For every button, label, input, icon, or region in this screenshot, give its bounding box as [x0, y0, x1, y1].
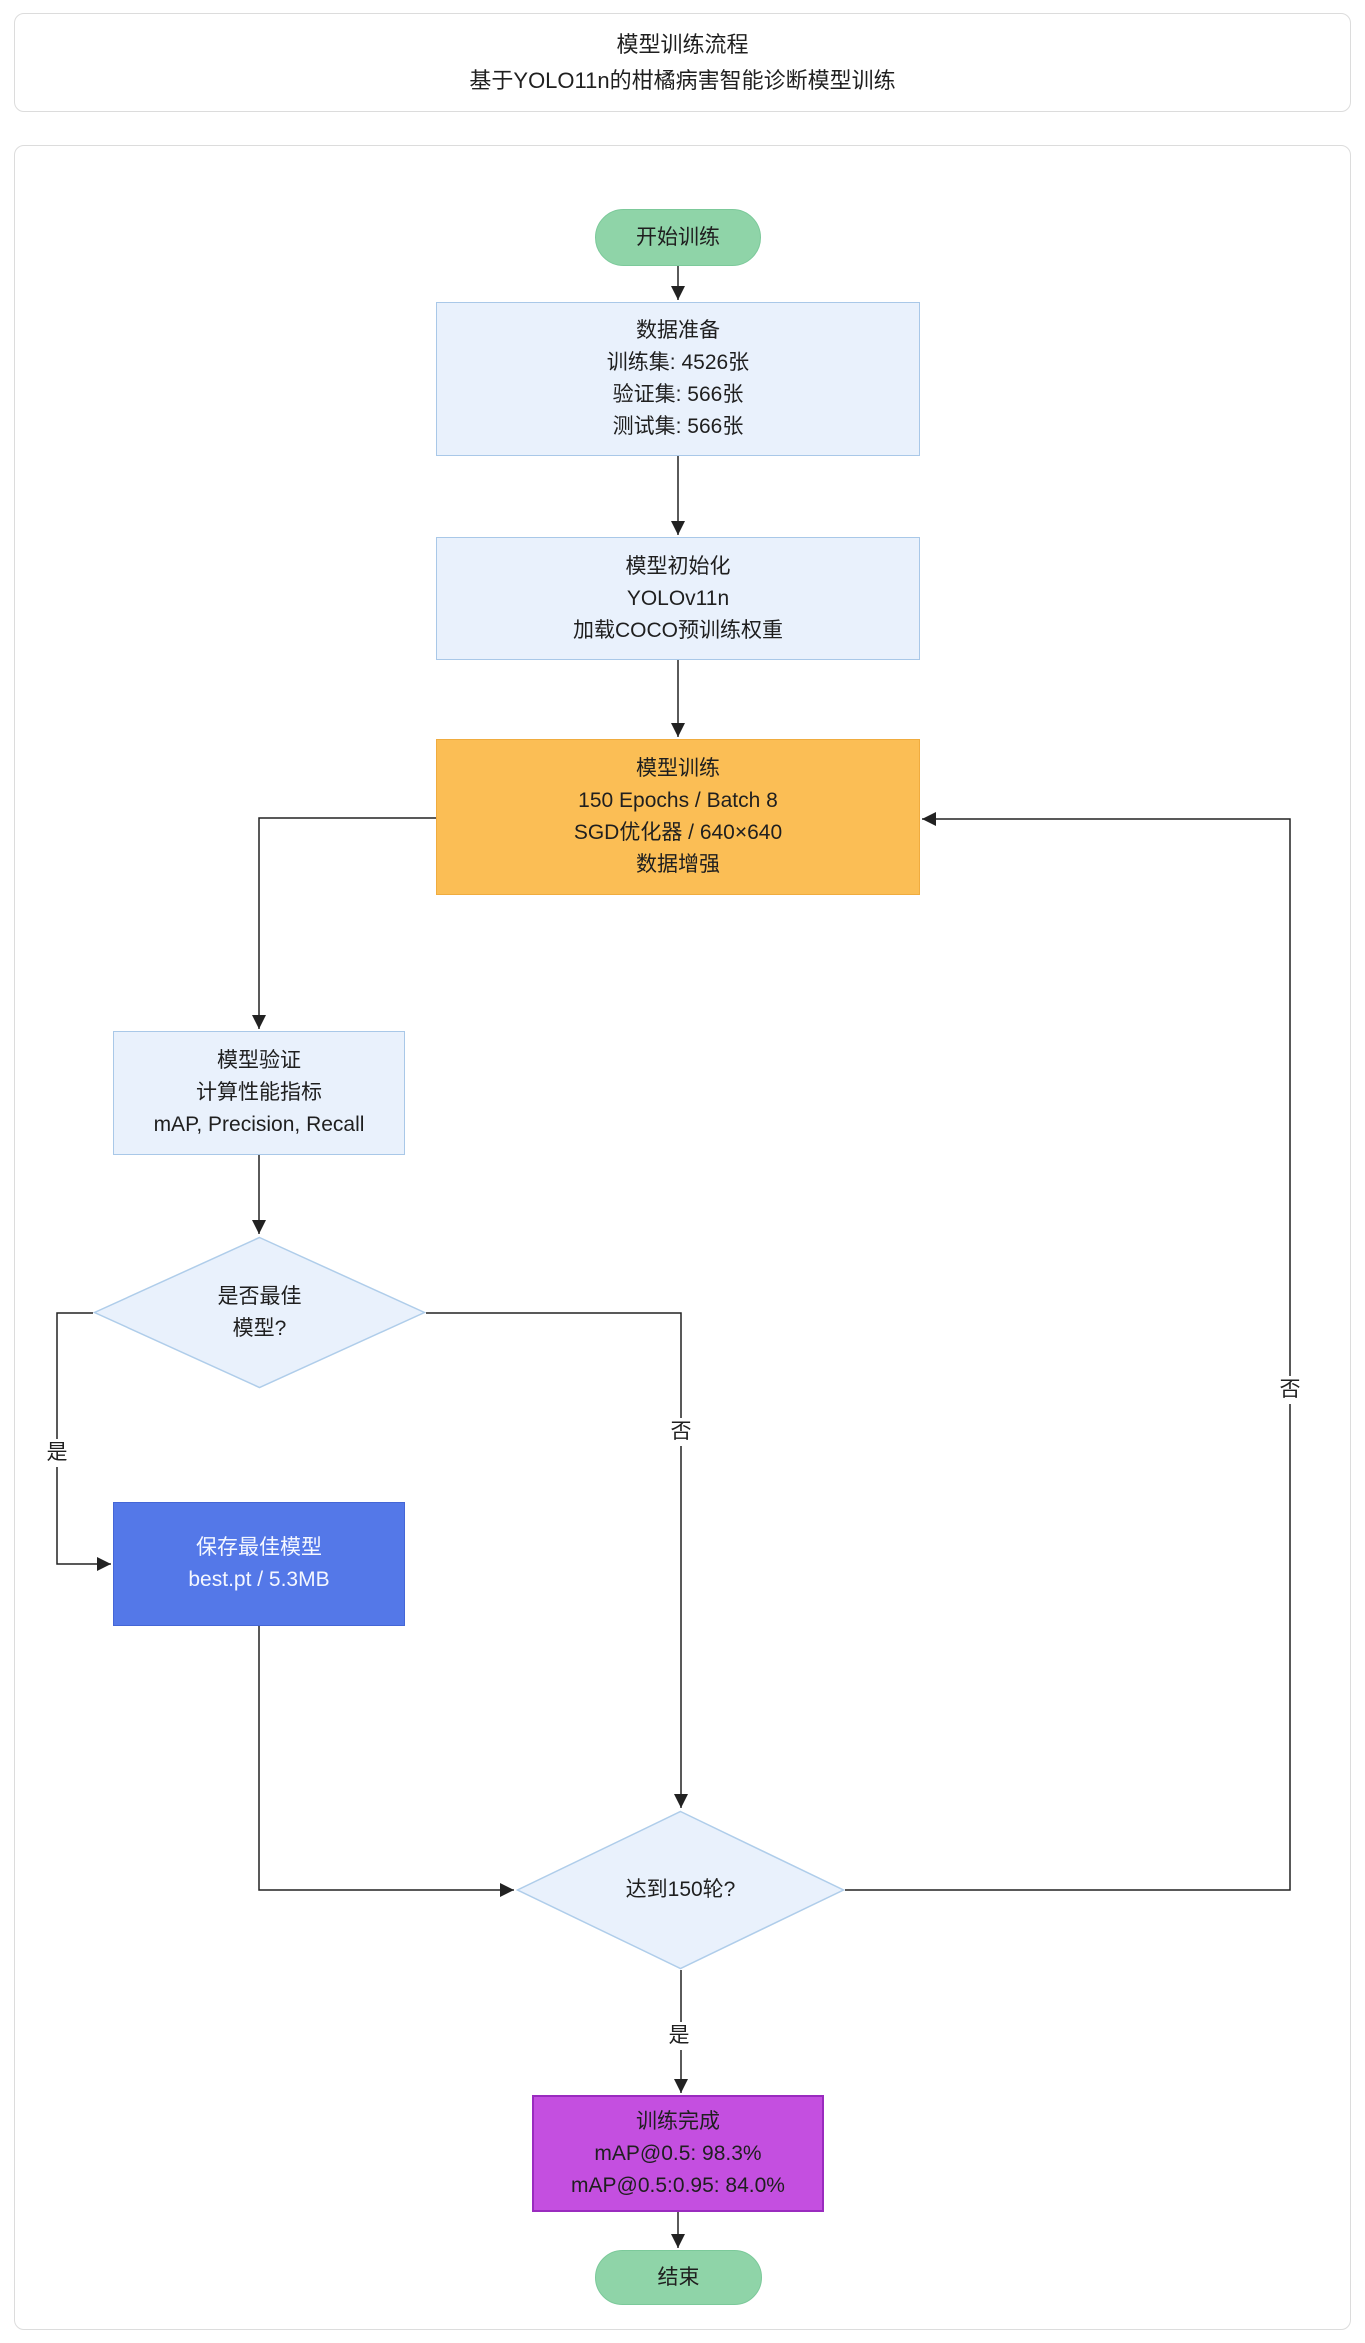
- page-subtitle: 基于YOLO11n的柑橘病害智能诊断模型训练: [469, 67, 896, 93]
- decision-diamond-shape: [93, 1236, 426, 1389]
- complete-title: 训练完成: [636, 2109, 720, 2133]
- edge-label-yes: 是: [42, 1439, 72, 1467]
- training-node: 模型训练 150 Epochs / Batch 8 SGD优化器 / 640×6…: [436, 739, 920, 895]
- decision-line-2: 模型?: [232, 1316, 287, 1340]
- validation-metrics: mAP, Precision, Recall: [153, 1113, 365, 1136]
- validation-node: 模型验证 计算性能指标 mAP, Precision, Recall: [113, 1031, 405, 1155]
- epoch-decision-label: 达到150轮?: [625, 1878, 736, 1901]
- training-title: 模型训练: [636, 757, 720, 780]
- best-model-decision-text: 是否最佳 模型?: [93, 1236, 426, 1389]
- decision-line-1: 是否最佳: [217, 1284, 302, 1308]
- edge-label-yes-final: 是: [664, 2022, 694, 2050]
- end-node: 结束: [595, 2250, 762, 2305]
- start-node-label: 开始训练: [636, 225, 720, 249]
- model-name: YOLOv11n: [626, 586, 730, 610]
- start-node: 开始训练: [595, 209, 761, 266]
- validation-metrics-desc: 计算性能指标: [196, 1081, 322, 1104]
- map05-result: mAP@0.5: 98.3%: [594, 2141, 762, 2165]
- save-best-file: best.pt / 5.3MB: [188, 1568, 330, 1591]
- pretrained-weights: 加载COCO预训练权重: [573, 618, 783, 642]
- data-prep-title: 数据准备: [636, 319, 720, 342]
- data-prep-node: 数据准备 训练集: 4526张 验证集: 566张 测试集: 566张: [436, 302, 920, 456]
- training-epochs-batch: 150 Epochs / Batch 8: [578, 789, 778, 812]
- epoch-decision-text: 达到150轮?: [516, 1810, 845, 1970]
- edge-label-no: 否: [666, 1418, 696, 1446]
- test-set-count: 测试集: 566张: [612, 415, 744, 438]
- best-model-decision: 是否最佳 模型?: [93, 1236, 426, 1389]
- map0595-result: mAP@0.5:0.95: 84.0%: [571, 2173, 785, 2197]
- save-best-title: 保存最佳模型: [196, 1536, 322, 1559]
- end-node-label: 结束: [657, 2265, 700, 2289]
- model-init-title: 模型初始化: [625, 554, 731, 578]
- page-title: 模型训练流程: [616, 31, 749, 57]
- training-optimizer-size: SGD优化器 / 640×640: [573, 821, 783, 844]
- validation-title: 模型验证: [217, 1049, 301, 1072]
- train-set-count: 训练集: 4526张: [606, 351, 750, 374]
- model-init-node: 模型初始化 YOLOv11n 加载COCO预训练权重: [436, 537, 920, 660]
- training-augmentation: 数据增强: [636, 853, 720, 876]
- val-set-count: 验证集: 566张: [612, 383, 744, 406]
- decision-diamond-shape: [516, 1810, 845, 1970]
- epoch-decision: 达到150轮?: [516, 1810, 845, 1970]
- save-best-node: 保存最佳模型 best.pt / 5.3MB: [113, 1502, 405, 1626]
- edge-label-no-feedback: 否: [1275, 1376, 1305, 1404]
- complete-node: 训练完成 mAP@0.5: 98.3% mAP@0.5:0.95: 84.0%: [532, 2095, 824, 2212]
- header-card: 模型训练流程 基于YOLO11n的柑橘病害智能诊断模型训练: [14, 13, 1351, 112]
